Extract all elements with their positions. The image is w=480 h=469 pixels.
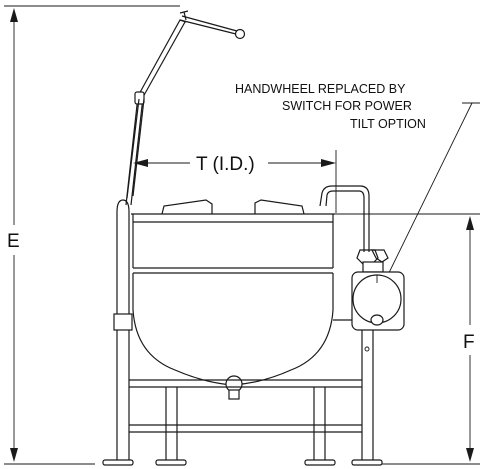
support-stand	[129, 379, 362, 466]
tilt-lever	[125, 10, 246, 206]
kettle-body	[131, 199, 335, 400]
tilt-gearbox	[333, 249, 405, 352]
dimension-e	[4, 5, 180, 465]
note-line-2: SWITCH FOR POWER	[282, 99, 412, 113]
water-faucet	[319, 185, 370, 252]
dimension-e-label: E	[7, 231, 20, 252]
dimension-f-label: F	[463, 332, 475, 353]
note-line-1: HANDWHEEL REPLACED BY	[235, 82, 406, 96]
note-leader	[382, 102, 480, 286]
dimension-t	[133, 150, 337, 213]
right-pedestal	[351, 330, 383, 466]
dimension-t-label: T (I.D.)	[196, 154, 255, 175]
dimension-f	[335, 213, 480, 465]
note-line-3: TILT OPTION	[350, 117, 426, 131]
left-pedestal	[102, 199, 134, 466]
